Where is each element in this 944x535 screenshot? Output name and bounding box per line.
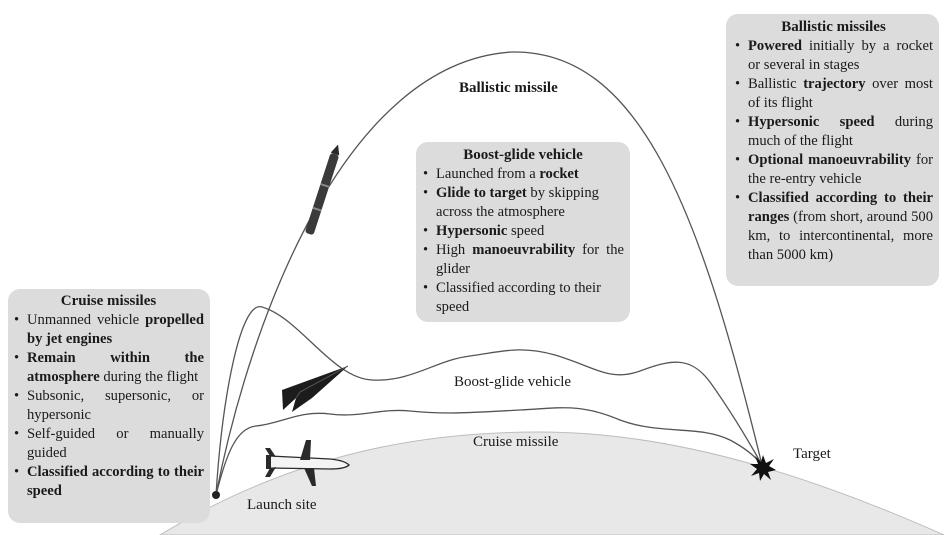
cruise-box-list: Unmanned vehicle propelled by jet engine… xyxy=(13,311,204,501)
list-item: Classified according to their speed xyxy=(13,463,204,501)
list-item: Self-guided or manually guided xyxy=(13,425,204,463)
ballistic-box-list: Powered initially by a rocket or several… xyxy=(734,37,933,265)
list-item: Ballistic trajectory over most of its fl… xyxy=(734,75,933,113)
boost-box-title: Boost-glide vehicle xyxy=(463,147,583,163)
launch-site-label: Launch site xyxy=(247,497,317,513)
boost-glide-box: Boost-glide vehicle Launched from a rock… xyxy=(416,142,630,322)
boost-glide-vehicle-label: Boost-glide vehicle xyxy=(454,374,572,390)
ballistic-missiles-box: Ballistic missiles Powered initially by … xyxy=(726,14,939,286)
list-item: Launched from a rocket xyxy=(422,165,624,184)
ballistic-box-title: Ballistic missiles xyxy=(781,19,886,35)
boost-box-list: Launched from a rocket Glide to target b… xyxy=(422,165,624,317)
cruise-box-title: Cruise missiles xyxy=(60,293,157,309)
impact-burst-icon xyxy=(750,455,776,481)
list-item: Classified according to their speed xyxy=(422,279,624,317)
list-item: Hypersonic speed xyxy=(422,222,624,241)
cruise-missile-label: Cruise missile xyxy=(473,434,559,450)
ballistic-missile-label: Ballistic missile xyxy=(459,80,558,96)
list-item: High manoeuvrability for the glider xyxy=(422,241,624,279)
list-item: Optional manoeuvrability for the re-entr… xyxy=(734,151,933,189)
cruise-missile-icon xyxy=(265,440,350,486)
boost-glide-trajectory xyxy=(215,306,763,496)
list-item: Classified according to their ranges (fr… xyxy=(734,189,933,265)
glide-vehicle-icon xyxy=(282,365,349,412)
list-item: Subsonic, supersonic, or hypersonic xyxy=(13,387,204,425)
cruise-trajectory xyxy=(215,407,763,496)
ballistic-trajectory xyxy=(215,51,763,496)
ballistic-rocket-icon xyxy=(305,144,340,235)
target-label: Target xyxy=(793,446,831,462)
list-item: Unmanned vehicle propelled by jet engine… xyxy=(13,311,204,349)
list-item: Hypersonic speed during much of the flig… xyxy=(734,113,933,151)
cruise-missiles-box: Cruise missiles Unmanned vehicle propell… xyxy=(8,289,210,523)
list-item: Remain within the atmosphere during the … xyxy=(13,349,204,387)
list-item: Glide to target by skipping across the a… xyxy=(422,184,624,222)
launch-site-dot-icon xyxy=(212,491,220,499)
earth-surface xyxy=(159,431,944,535)
list-item: Powered initially by a rocket or several… xyxy=(734,37,933,75)
